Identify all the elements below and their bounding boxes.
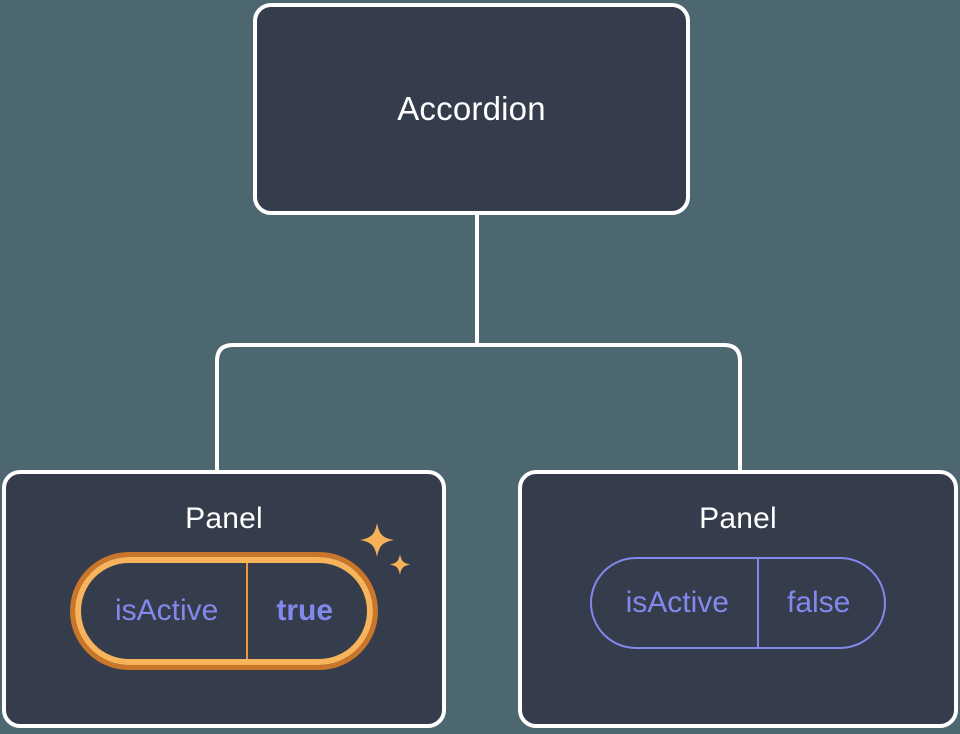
prop-pill-isactive-true[interactable]: isActive true — [69, 552, 379, 670]
prop-value: false — [786, 586, 851, 619]
node-panel-left-label: Panel — [185, 502, 263, 535]
connector-branch-bar — [215, 343, 742, 470]
node-panel-left[interactable]: Panel isActive true — [2, 470, 446, 728]
node-panel-right[interactable]: Panel isActive false — [518, 470, 958, 728]
prop-pill-wrapper-right: isActive false — [589, 557, 887, 649]
prop-key: isActive — [114, 594, 219, 627]
prop-divider — [756, 559, 759, 647]
prop-key: isActive — [625, 586, 729, 619]
node-panel-right-label: Panel — [699, 502, 777, 535]
prop-pill-wrapper-left: isActive true — [69, 523, 411, 670]
prop-divider — [246, 563, 249, 659]
prop-value: true — [276, 594, 334, 627]
prop-pill-isactive-false[interactable]: isActive false — [589, 557, 887, 649]
node-accordion[interactable]: Accordion — [253, 3, 690, 215]
node-accordion-label: Accordion — [397, 89, 546, 127]
